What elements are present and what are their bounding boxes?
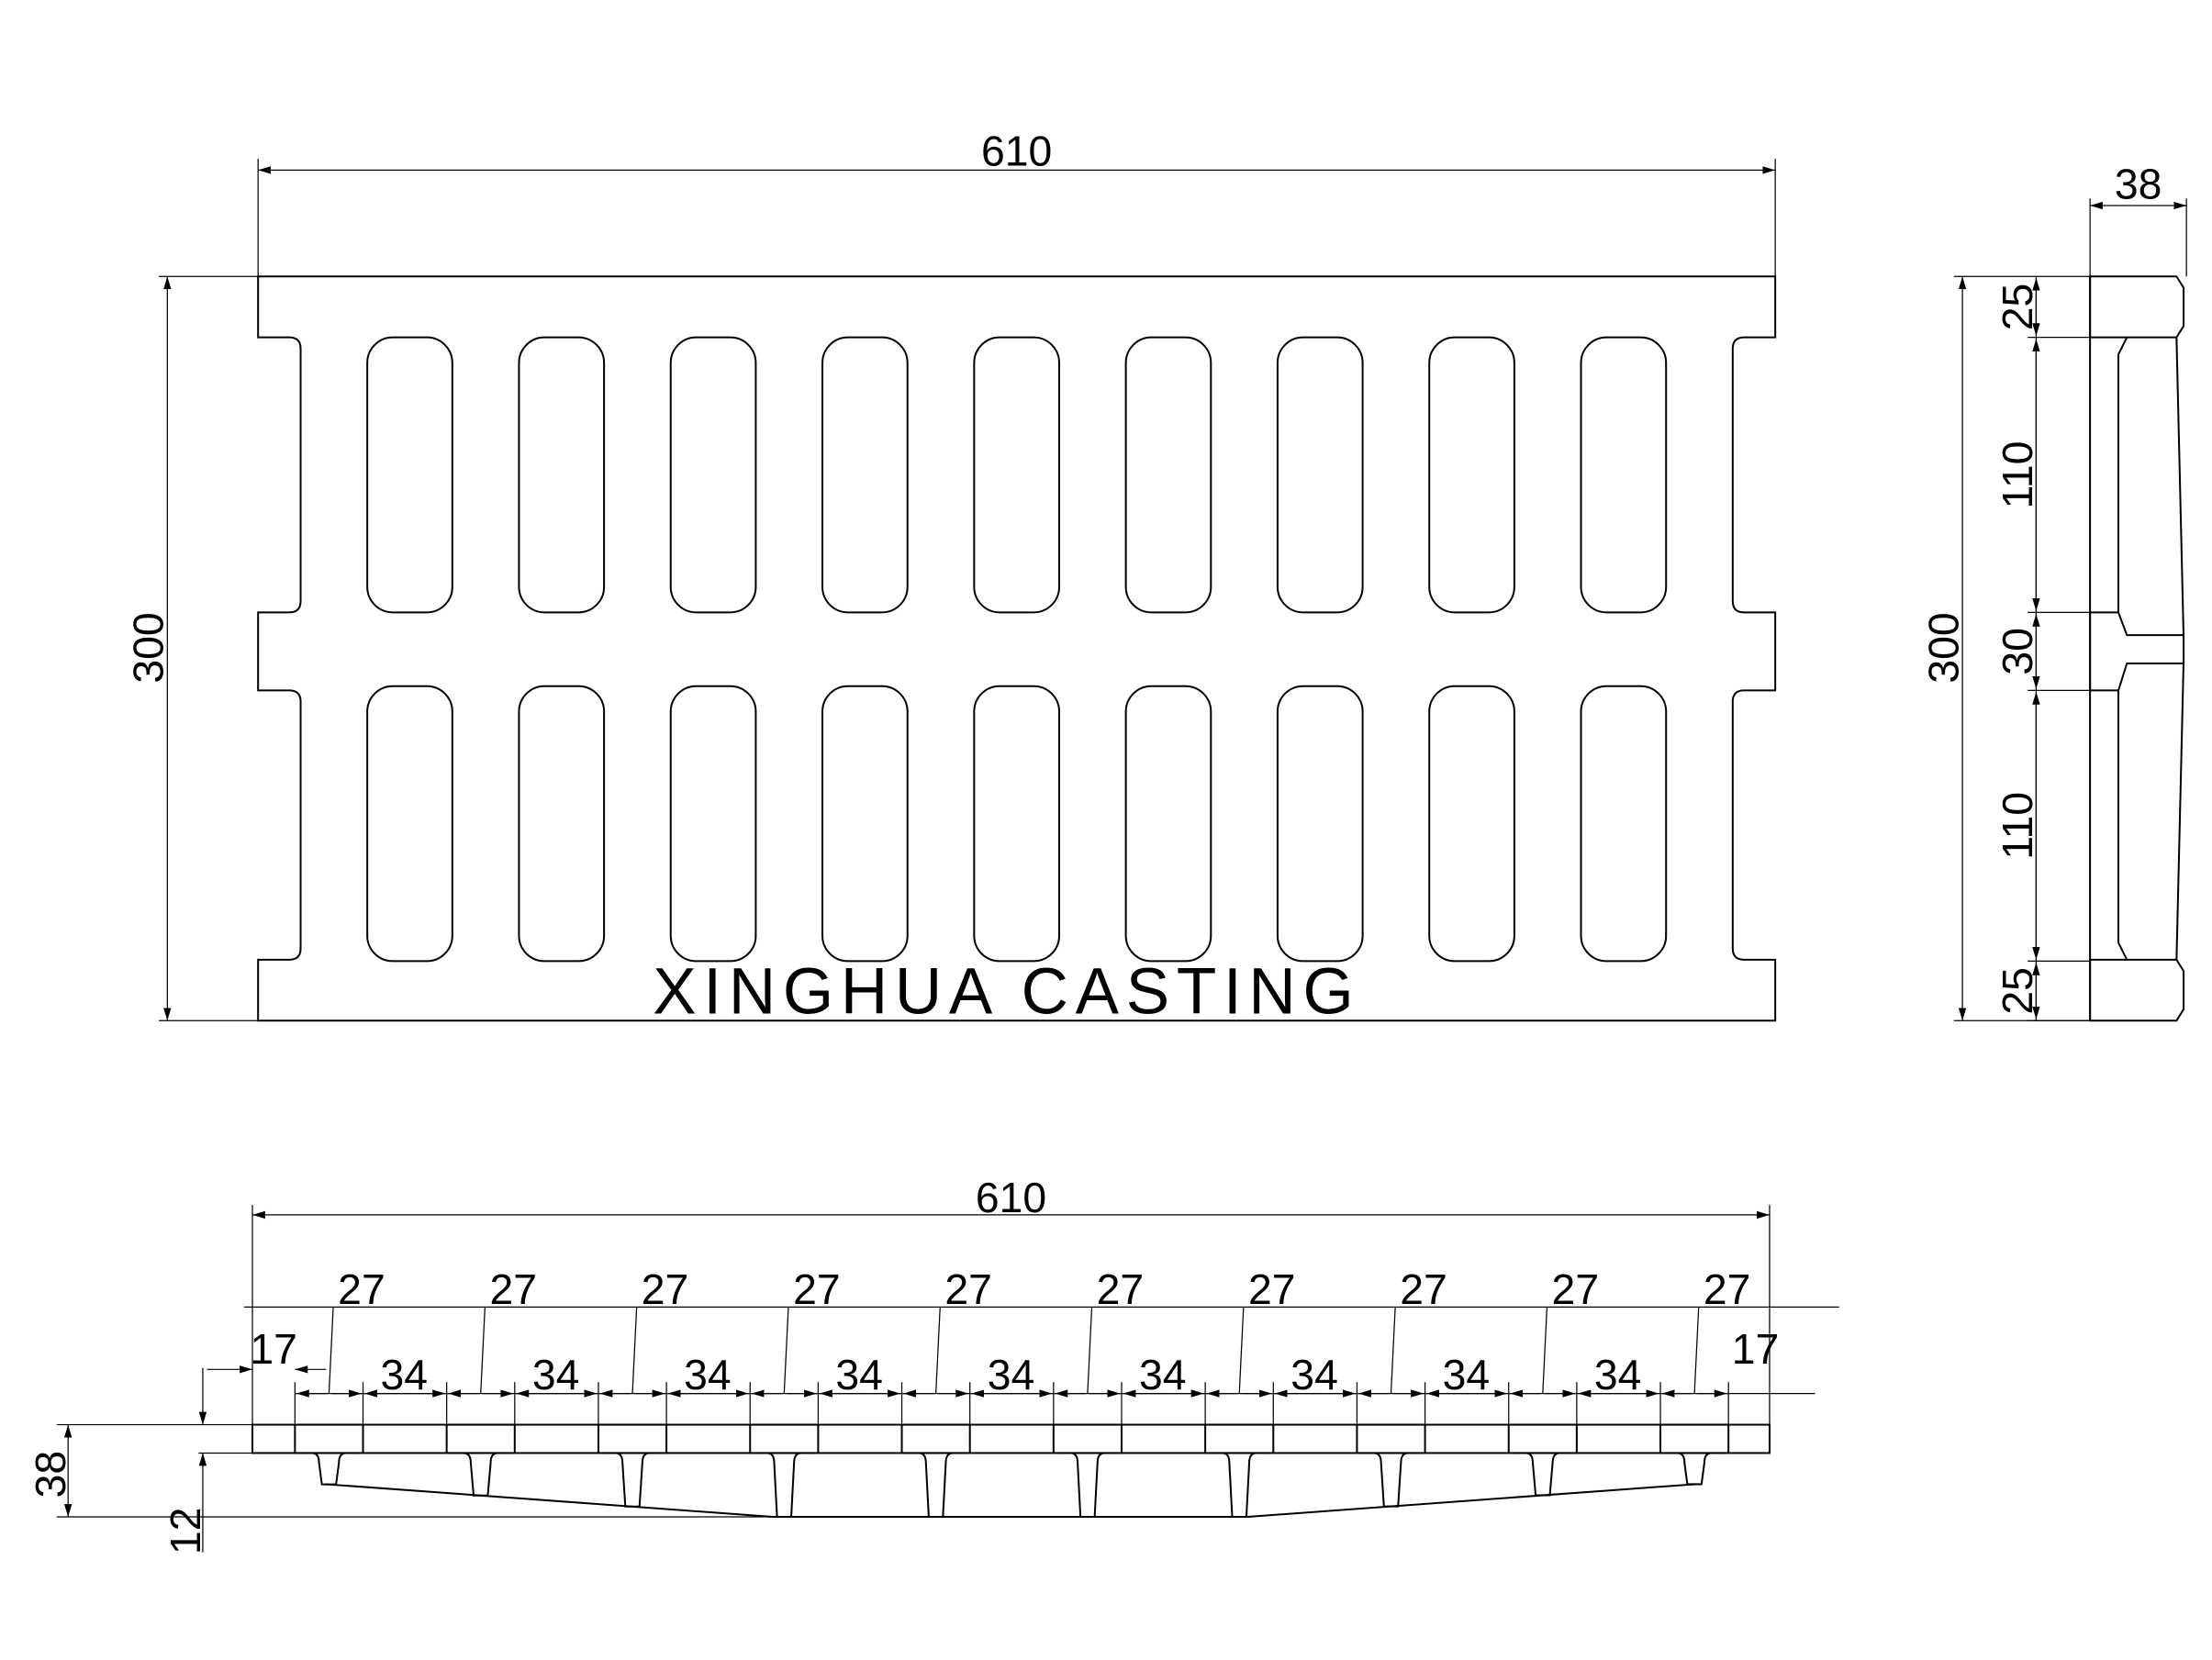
rib bbox=[1356, 1423, 1426, 1454]
gap-width-label: 34 bbox=[988, 1351, 1035, 1398]
slot bbox=[518, 685, 606, 963]
rib-width-label: 27 bbox=[338, 1265, 385, 1313]
rib-width-label: 27 bbox=[1400, 1265, 1447, 1313]
side-segment-label: 110 bbox=[1994, 441, 2041, 509]
rib bbox=[445, 1423, 516, 1454]
rib-width-label: 27 bbox=[642, 1265, 689, 1313]
slot bbox=[1580, 336, 1668, 614]
rib-width-label: 27 bbox=[1552, 1265, 1600, 1313]
slot bbox=[1580, 685, 1668, 963]
rib-width-label: 27 bbox=[793, 1265, 841, 1313]
rib-stem bbox=[1677, 1452, 1712, 1486]
rib bbox=[900, 1423, 971, 1454]
edge-right-label: 17 bbox=[1732, 1325, 1780, 1373]
gap-width-label: 34 bbox=[684, 1351, 732, 1398]
slot bbox=[821, 336, 909, 614]
section-spacing-dims: 34 34 34 34 34 34 34 34 34 bbox=[364, 1351, 1659, 1398]
rib bbox=[1052, 1423, 1123, 1454]
slot bbox=[518, 336, 606, 614]
rib-stem bbox=[919, 1452, 954, 1518]
side-thickness-label: 38 bbox=[2115, 160, 2162, 207]
plate-label: 12 bbox=[162, 1508, 209, 1555]
gap-width-label: 34 bbox=[1594, 1351, 1642, 1398]
rib-stem bbox=[1222, 1452, 1257, 1518]
slot bbox=[973, 336, 1061, 614]
slot bbox=[366, 336, 453, 614]
rib-width-label: 27 bbox=[489, 1265, 537, 1313]
slot bbox=[1124, 685, 1212, 963]
rib bbox=[1204, 1423, 1275, 1454]
slot bbox=[973, 685, 1061, 963]
depth-label: 38 bbox=[27, 1451, 74, 1498]
slot bbox=[821, 685, 909, 963]
slot-group bbox=[366, 336, 1668, 963]
rib-width-label: 27 bbox=[944, 1265, 992, 1313]
rib-stem bbox=[615, 1452, 650, 1508]
section-width-label: 610 bbox=[976, 1174, 1046, 1221]
side-view: 38 300 25 110 30 110 25 bbox=[1919, 160, 2187, 1022]
dim-width-label: 610 bbox=[981, 128, 1052, 175]
slot bbox=[1428, 336, 1515, 614]
slot bbox=[669, 336, 757, 614]
side-segment-label: 30 bbox=[1994, 628, 2041, 675]
gap-width-label: 34 bbox=[381, 1351, 429, 1398]
rib-width-label: 27 bbox=[1097, 1265, 1145, 1313]
side-height-label: 300 bbox=[1919, 612, 1967, 683]
rib-stem bbox=[464, 1452, 498, 1497]
rib-group: 27 27 27 27 27 27 27 27 27 27 bbox=[294, 1265, 1751, 1518]
rib bbox=[597, 1423, 668, 1454]
slot bbox=[669, 685, 757, 963]
side-segment-dims: 25 110 30 110 25 bbox=[1994, 276, 2091, 1021]
edge-left-label: 17 bbox=[250, 1325, 297, 1373]
slot bbox=[366, 685, 453, 963]
rib-stem bbox=[1070, 1452, 1105, 1518]
side-segment-label: 25 bbox=[1994, 967, 2041, 1015]
rib-stem bbox=[1373, 1452, 1409, 1508]
rib-stem bbox=[1525, 1452, 1560, 1497]
rib-width-label: 27 bbox=[1248, 1265, 1296, 1313]
slot bbox=[1428, 685, 1515, 963]
gap-width-label: 34 bbox=[532, 1351, 580, 1398]
gap-width-label: 34 bbox=[1139, 1351, 1187, 1398]
rib-stem bbox=[311, 1452, 347, 1486]
rib-width-label: 27 bbox=[1704, 1265, 1751, 1313]
rib bbox=[294, 1423, 364, 1454]
gap-width-label: 34 bbox=[1443, 1351, 1491, 1398]
slot bbox=[1124, 336, 1212, 614]
rib-stem bbox=[766, 1452, 801, 1518]
rib bbox=[1507, 1423, 1578, 1454]
top-view: 610 300 XINGHUA CASTING bbox=[125, 128, 1777, 1029]
gap-width-label: 34 bbox=[835, 1351, 883, 1398]
grate-outline bbox=[257, 275, 1777, 1022]
rib bbox=[1659, 1423, 1730, 1454]
side-segment-label: 25 bbox=[1994, 284, 2041, 331]
side-segment-label: 110 bbox=[1994, 792, 2041, 860]
rib bbox=[749, 1423, 820, 1454]
gap-width-label: 34 bbox=[1290, 1351, 1338, 1398]
dim-height-label: 300 bbox=[125, 612, 173, 683]
slot bbox=[1276, 685, 1364, 963]
brand-text: XINGHUA CASTING bbox=[653, 956, 1360, 1029]
slot bbox=[1276, 336, 1364, 614]
